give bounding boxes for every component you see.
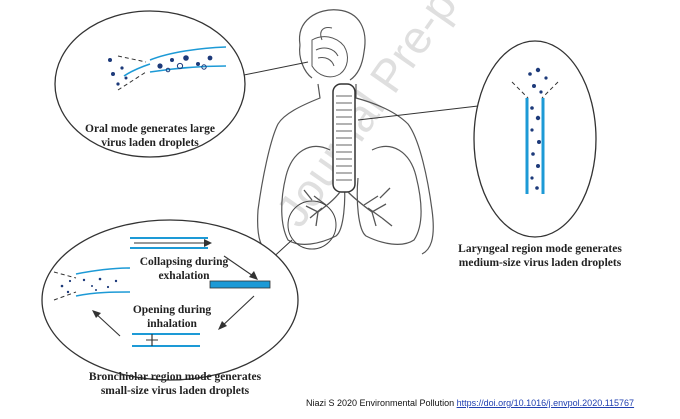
laryngeal-label-line-1: Laryngeal region mode generates (458, 243, 622, 255)
laryngeal-label-line-2: medium-size virus laden droplets (458, 257, 622, 269)
citation-text: Niazi S 2020 Environmental Pollution (306, 398, 457, 408)
oral-mode-callout (54, 10, 246, 158)
citation-doi-link[interactable]: https://doi.org/10.1016/j.envpol.2020.11… (456, 398, 635, 408)
collapsing-label-line-1: Collapsing during (139, 256, 229, 268)
collapsing-label: Collapsing during exhalation (124, 255, 244, 283)
opening-label-line-1: Opening during (132, 304, 212, 316)
bronchiolar-label-line-1: Bronchiolar region mode generates (88, 371, 262, 383)
collapsing-label-line-2: exhalation (158, 270, 210, 282)
bronchiolar-mode-callout (41, 219, 299, 381)
laryngeal-mode-label: Laryngeal region mode generates medium-s… (440, 242, 640, 270)
trachea (332, 83, 356, 193)
bronchiolar-region-marker (287, 200, 337, 250)
opening-label: Opening during inhalation (112, 303, 232, 331)
oral-label-line-2: virus laden droplets (101, 137, 199, 149)
bronchiolar-label-line-2: small-size virus laden droplets (100, 385, 250, 397)
bronchial-tree (303, 187, 393, 227)
body-outline (257, 9, 434, 255)
citation: Niazi S 2020 Environmental Pollution htt… (306, 398, 634, 408)
laryngeal-mode-callout (473, 40, 597, 238)
bronchiolar-mode-label: Bronchiolar region mode generates small-… (60, 370, 290, 398)
oral-cavity (311, 27, 348, 78)
opening-label-line-2: inhalation (147, 318, 197, 330)
watermark: Journal Pre-p (266, 0, 467, 236)
oral-label-line-1: Oral mode generates large (85, 123, 215, 135)
oral-mode-label: Oral mode generates large virus laden dr… (60, 122, 240, 150)
